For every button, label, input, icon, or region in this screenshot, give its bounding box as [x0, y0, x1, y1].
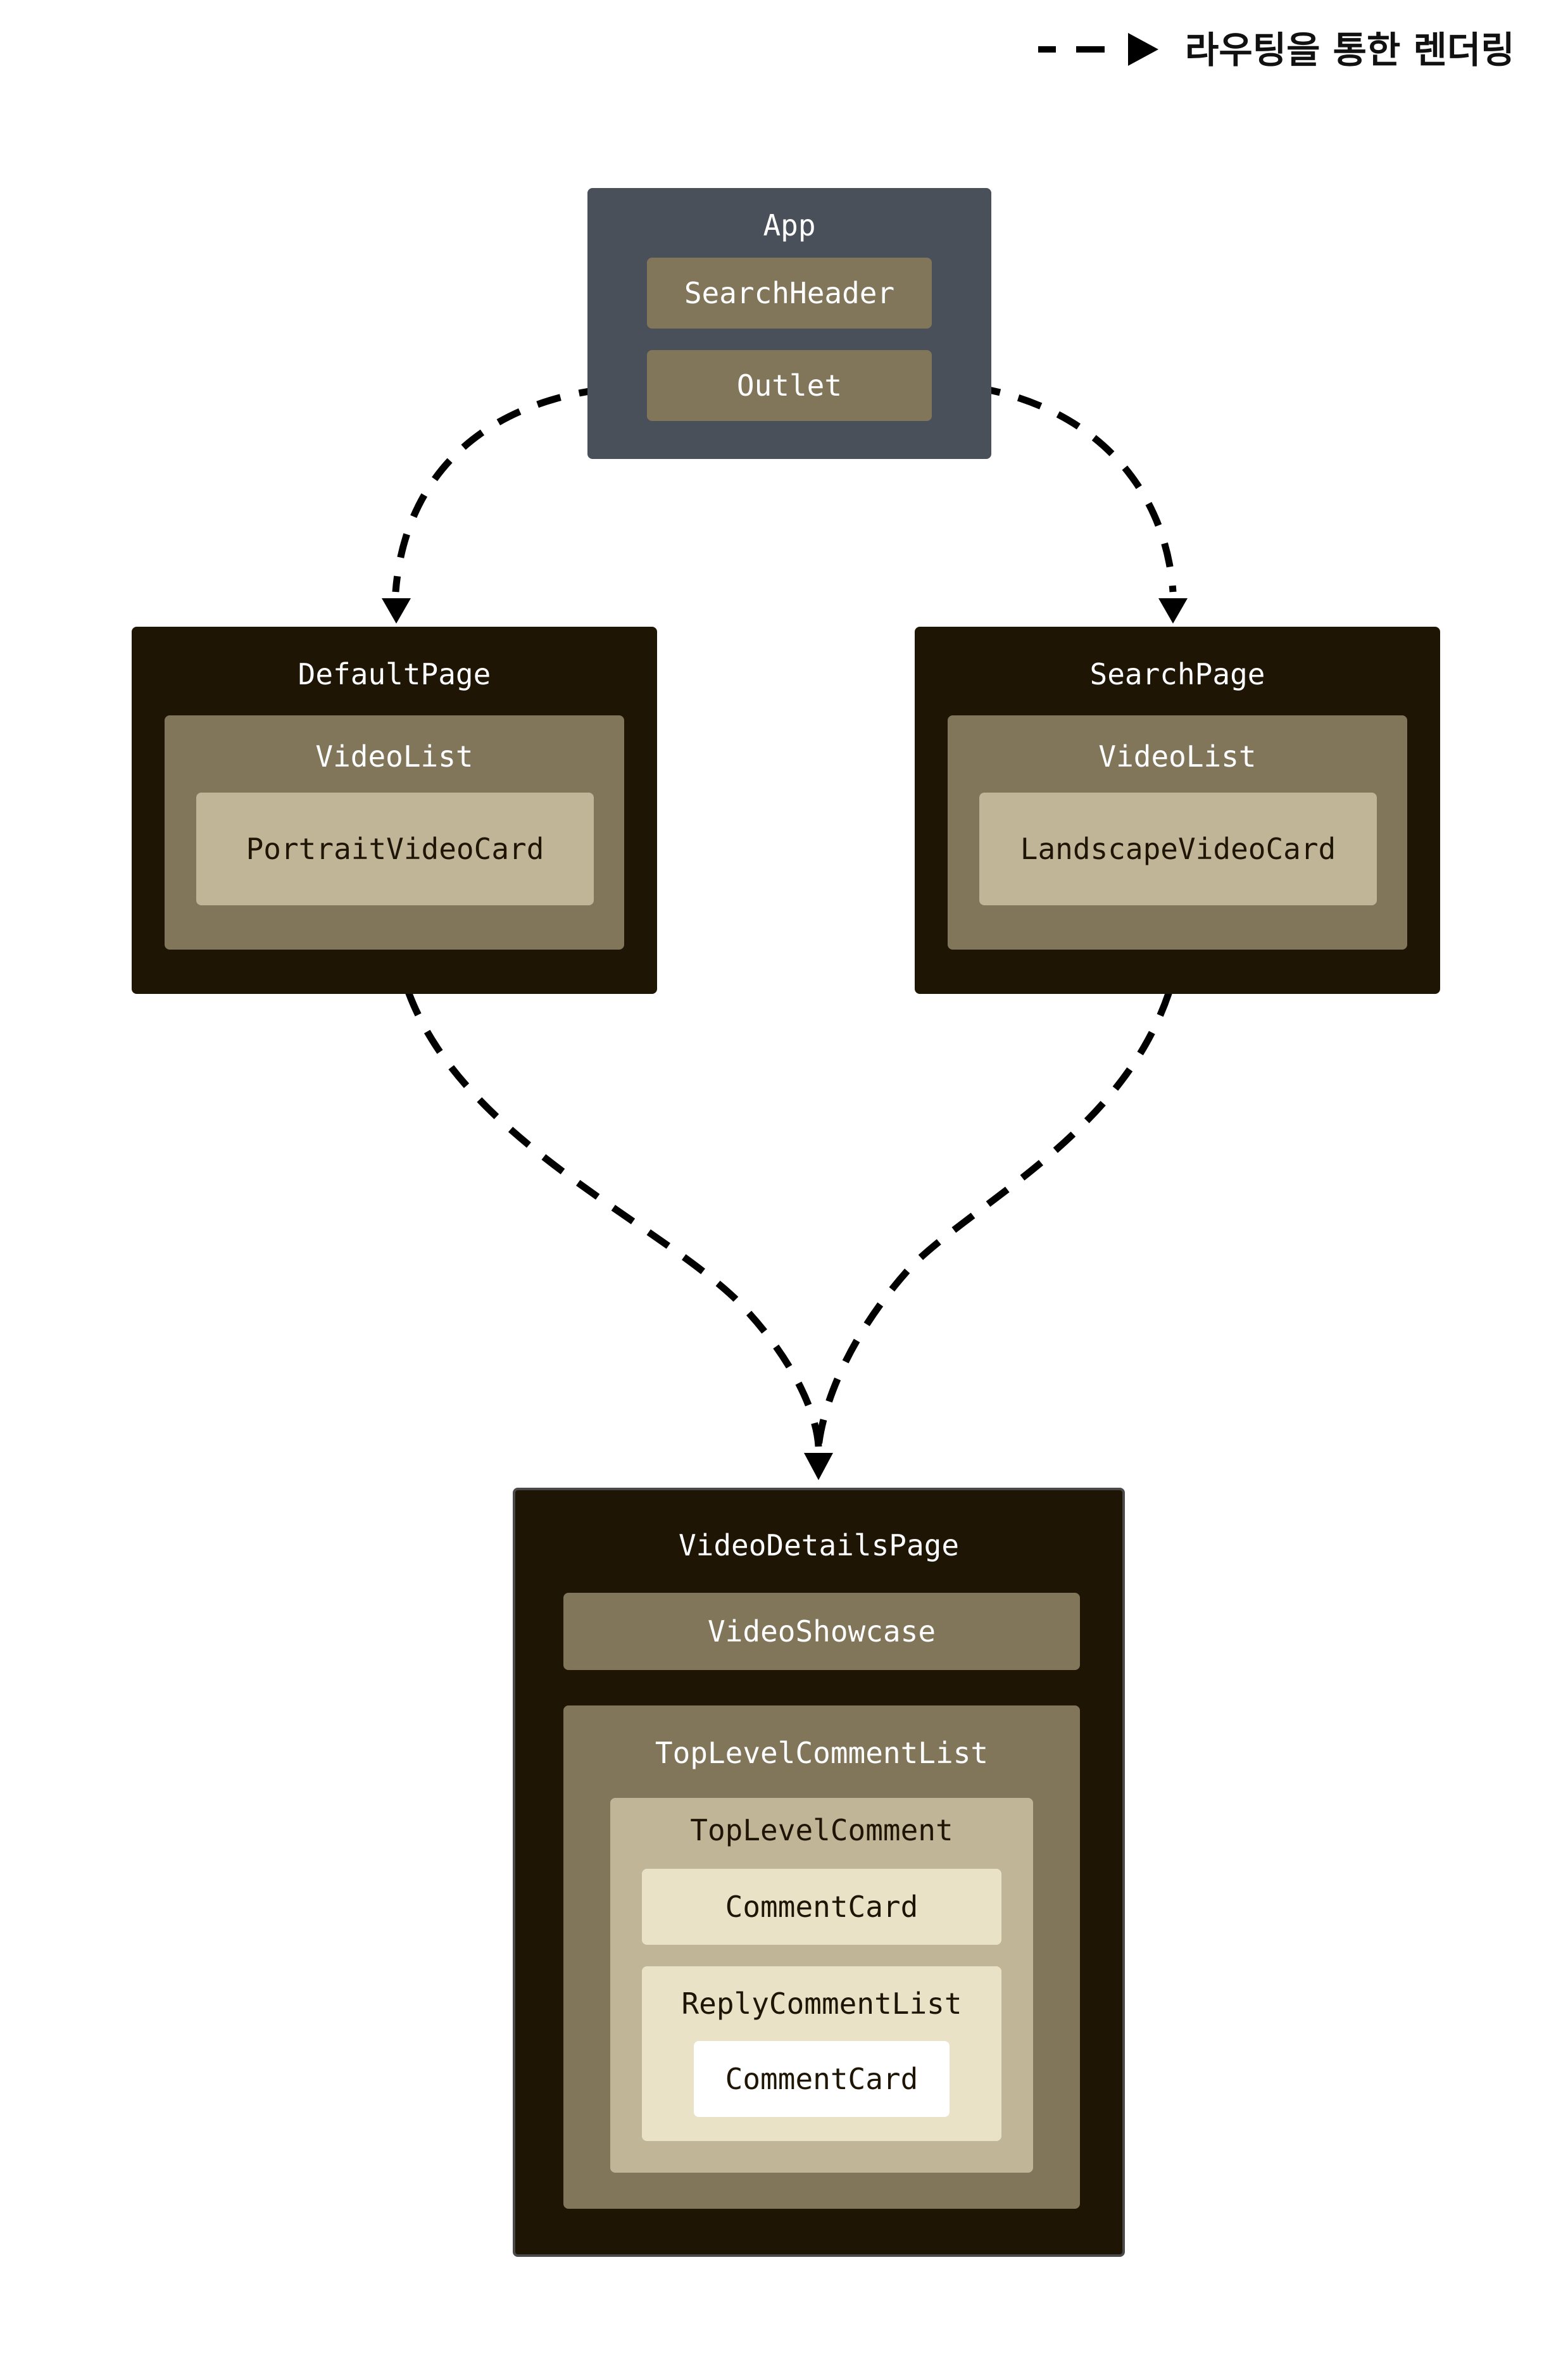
video-showcase-label: VideoShowcase	[707, 1614, 936, 1648]
search-video-list-label: VideoList	[1098, 739, 1257, 774]
top-level-comment-label: TopLevelComment	[690, 1813, 953, 1847]
top-level-comment-list-label: TopLevelCommentList	[655, 1736, 989, 1770]
default-page-component: DefaultPage VideoList PortraitVideoCard	[132, 627, 657, 994]
search-page-component: SearchPage VideoList LandscapeVideoCard	[915, 627, 1440, 994]
portrait-video-card-component: PortraitVideoCard	[196, 793, 594, 905]
top-level-comment-component: TopLevelComment CommentCard ReplyComment…	[610, 1798, 1033, 2173]
reply-comment-list-label: ReplyCommentList	[681, 1987, 962, 2021]
legend-label: 라우팅을 통한 렌더링	[1185, 28, 1515, 72]
landscape-video-card-component: LandscapeVideoCard	[979, 793, 1377, 905]
route-outlet-to-defaultpage-arrowhead	[382, 598, 411, 624]
comment-card-component: CommentCard	[642, 1869, 1001, 1945]
landscape-video-card-label: LandscapeVideoCard	[1020, 832, 1336, 866]
portrait-video-card-label: PortraitVideoCard	[246, 832, 544, 866]
reply-comment-card-label: CommentCard	[725, 2062, 919, 2096]
video-details-page-component: VideoDetailsPage VideoShowcase TopLevelC…	[513, 1488, 1125, 2257]
video-details-page-title: VideoDetailsPage	[678, 1528, 960, 1562]
route-to-videodetails-arrowhead	[804, 1453, 833, 1480]
outlet-label: Outlet	[736, 368, 843, 403]
video-showcase-component: VideoShowcase	[563, 1593, 1080, 1670]
top-level-comment-list-component: TopLevelCommentList TopLevelComment Comm…	[563, 1705, 1080, 2209]
route-outlet-to-defaultpage	[392, 382, 646, 593]
search-video-list-component: VideoList LandscapeVideoCard	[948, 715, 1407, 950]
app-title: App	[763, 208, 816, 242]
dashed-arrow-icon	[1038, 33, 1158, 66]
comment-card-label: CommentCard	[725, 1890, 919, 1924]
route-outlet-to-searchpage-arrowhead	[1158, 598, 1188, 624]
default-video-list-component: VideoList PortraitVideoCard	[165, 715, 624, 950]
outlet-component: Outlet	[647, 350, 932, 421]
app-component: App SearchHeader Outlet	[587, 188, 991, 459]
reply-comment-list-component: ReplyCommentList CommentCard	[642, 1966, 1001, 2141]
reply-comment-card-component: CommentCard	[694, 2041, 950, 2117]
route-landscapecard-to-videodetails	[815, 908, 1188, 1447]
route-portraitcard-to-videodetails	[390, 908, 822, 1447]
default-page-title: DefaultPage	[298, 657, 491, 691]
search-header-label: SearchHeader	[684, 276, 895, 310]
search-page-title: SearchPage	[1089, 657, 1265, 691]
default-video-list-label: VideoList	[315, 739, 474, 774]
search-header-component: SearchHeader	[647, 258, 932, 329]
